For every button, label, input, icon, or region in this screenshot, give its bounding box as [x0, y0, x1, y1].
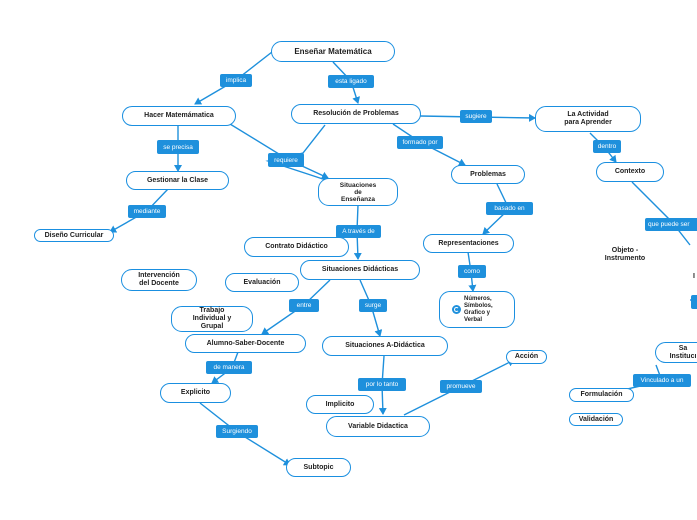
node-situaciones-ensenanza[interactable]: Situaciones de Enseñanza — [318, 178, 398, 206]
node-gestionar-clase[interactable]: Gestionar la Clase — [126, 171, 229, 190]
node-formulacion[interactable]: Formulación — [569, 388, 634, 402]
node-cut-off-i[interactable]: I — [693, 273, 695, 280]
link-formado-por[interactable]: formado por — [397, 136, 443, 149]
link-dentro[interactable]: dentro — [593, 140, 621, 153]
numeros-label: Números, Símbolos, Grafico y Verbal — [464, 295, 493, 323]
link-se-precisa[interactable]: se precisa — [157, 140, 199, 154]
node-resolucion-problemas[interactable]: Resolución de Problemas — [291, 104, 421, 124]
node-contexto[interactable]: Contexto — [596, 162, 664, 182]
node-alumno-saber-docente[interactable]: Alumno-Saber-Docente — [185, 334, 306, 353]
link-sugiere[interactable]: sugiere — [460, 110, 492, 123]
node-representaciones[interactable]: Representaciones — [423, 234, 514, 253]
link-implica[interactable]: implica — [220, 74, 252, 87]
node-explicito[interactable]: Explicito — [160, 383, 231, 403]
link-entre[interactable]: entre — [289, 299, 319, 312]
node-contrato-didactico[interactable]: Contrato Didáctico — [244, 237, 349, 257]
node-subtopic[interactable]: Subtopic — [286, 458, 351, 477]
link-promueve[interactable]: promueve — [440, 380, 482, 393]
link-esta-ligado[interactable]: esta ligado — [328, 75, 374, 88]
link-icon — [452, 305, 461, 314]
link-como[interactable]: como — [458, 265, 486, 278]
node-situaciones-adidactica[interactable]: Situaciones A-Didáctica — [322, 336, 448, 356]
node-diseno-curricular[interactable]: Diseño Curricular — [34, 229, 114, 242]
node-numeros-simbolos[interactable]: Números, Símbolos, Grafico y Verbal — [439, 291, 515, 328]
node-variable-didactica[interactable]: Variable Didactica — [326, 416, 430, 437]
node-cut-off-saber[interactable]: Sa Institucı — [655, 342, 697, 363]
node-hacer-matematica[interactable]: Hacer Matemámatica — [122, 106, 236, 126]
link-por-lo-tanto[interactable]: por lo tanto — [358, 378, 406, 391]
link-requiere[interactable]: requiere — [268, 153, 304, 167]
node-evaluacion[interactable]: Evaluación — [225, 273, 299, 292]
node-la-actividad[interactable]: La Actividad para Aprender — [535, 106, 641, 132]
node-intervencion-docente[interactable]: Intervención del Docente — [121, 269, 197, 291]
link-vinculado-a-un[interactable]: Vinculado a un — [633, 374, 691, 387]
link-surge[interactable]: surge — [359, 299, 387, 312]
link-mediante[interactable]: mediante — [128, 205, 166, 218]
node-accion[interactable]: Acción — [506, 350, 547, 364]
link-que-puede-ser[interactable]: que puede ser — [645, 218, 697, 231]
node-validacion[interactable]: Validación — [569, 413, 623, 426]
link-de-manera[interactable]: de manera — [206, 361, 252, 374]
node-ensenar-matematica[interactable]: Enseñar Matemática — [271, 41, 395, 62]
node-problemas[interactable]: Problemas — [451, 165, 525, 184]
link-basado-en[interactable]: basado en — [486, 202, 533, 215]
cut-off-tag — [691, 295, 697, 309]
link-surgiendo[interactable]: Surgiendo — [216, 425, 258, 438]
link-a-traves-de[interactable]: A través de — [336, 225, 381, 238]
node-trabajo-individual-grupal[interactable]: Trabajo Individual y Grupal — [171, 306, 253, 332]
node-situaciones-didacticas[interactable]: Situaciones Didácticas — [300, 260, 420, 280]
node-objeto-instrumento[interactable]: Objeto - Instrumento — [604, 247, 646, 262]
node-implicito[interactable]: Implicito — [306, 395, 374, 414]
